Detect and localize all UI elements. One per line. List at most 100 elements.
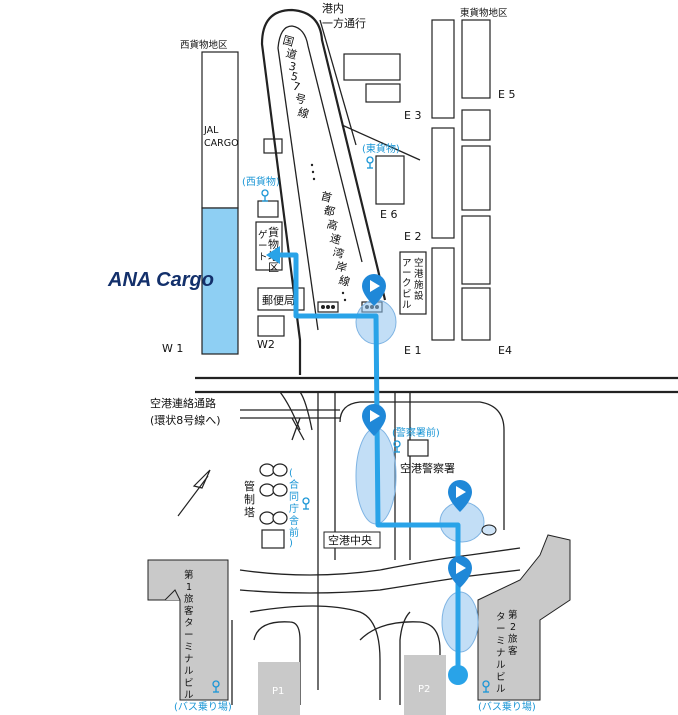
svg-text:ル: ル xyxy=(402,300,412,311)
svg-text:1: 1 xyxy=(186,582,192,593)
svg-text:ゲ: ゲ xyxy=(258,229,268,241)
building xyxy=(461,109,491,141)
bus-stop-pin-icon xyxy=(366,156,374,169)
road-network xyxy=(195,376,678,705)
svg-text:舎: 舎 xyxy=(289,515,299,527)
svg-text:ト: ト xyxy=(258,252,268,263)
small-building xyxy=(261,529,285,549)
e5-label: E 5 xyxy=(498,88,515,101)
east-cargo-building xyxy=(375,155,405,205)
building xyxy=(365,83,401,103)
ana-cargo-logo: ANA Cargo xyxy=(107,269,214,291)
svg-text:線: 線 xyxy=(337,273,351,289)
airport-facility-arc-building xyxy=(399,251,427,315)
svg-text:号: 号 xyxy=(293,92,307,107)
svg-text:ミ: ミ xyxy=(496,636,506,647)
bus-stop-pin-icon xyxy=(302,497,310,510)
expressway-label: 首 都 高 速 湾 岸 線 xyxy=(310,163,352,302)
route-path xyxy=(269,252,461,678)
svg-text:): ) xyxy=(289,538,293,549)
jal-cargo-building xyxy=(201,51,239,209)
svg-text:旅: 旅 xyxy=(184,593,194,605)
small-building xyxy=(263,138,283,154)
route-arrow-marker-icon xyxy=(362,404,386,436)
w1-label: W 1 xyxy=(162,342,183,355)
svg-text:設: 設 xyxy=(414,290,424,302)
connecting-road-label-2: (環状8号線へ) xyxy=(150,413,221,427)
w2-label: W2 xyxy=(257,338,275,351)
svg-text:貨: 貨 xyxy=(268,225,279,239)
jal-cargo-label-1: JAL xyxy=(203,125,219,136)
bus-stop-pin-icon xyxy=(261,189,269,202)
svg-text:前: 前 xyxy=(289,526,299,539)
terminal-2-label: 第 2 旅 客 タ ー ミ ナ ル ビ ル xyxy=(496,609,518,695)
svg-text:港: 港 xyxy=(414,268,424,280)
airport-center-label: 空港中央 xyxy=(328,533,372,547)
svg-text:ル: ル xyxy=(496,684,506,695)
svg-text:ナ: ナ xyxy=(496,648,506,659)
svg-text:ー: ー xyxy=(496,624,506,635)
post-office-building xyxy=(257,287,305,311)
small-building xyxy=(257,315,285,337)
svg-text:ミ: ミ xyxy=(184,642,194,653)
parking-p2 xyxy=(404,655,446,715)
building xyxy=(431,247,455,341)
one-way-label-1: 港内 xyxy=(322,1,344,15)
svg-text:第: 第 xyxy=(508,609,518,621)
svg-text:客: 客 xyxy=(508,645,518,657)
route-357-label: 国 道 3 5 7 号 線 xyxy=(281,34,310,121)
svg-text:岸: 岸 xyxy=(334,260,348,275)
small-building xyxy=(257,200,279,218)
route-arrow-marker-icon xyxy=(448,556,472,588)
police-callout: (警察署前) xyxy=(392,426,440,439)
bus-stop-pin-icon xyxy=(482,680,490,693)
svg-text:ア: ア xyxy=(402,258,412,269)
jal-cargo-label-2: CARGO xyxy=(204,138,239,149)
svg-text:都: 都 xyxy=(322,204,336,219)
svg-text:タ: タ xyxy=(184,618,194,629)
building xyxy=(461,145,491,211)
east-cargo-area-label: 東貨物地区 xyxy=(460,7,508,19)
svg-text:ル: ル xyxy=(184,690,194,701)
p2-label: P2 xyxy=(418,684,430,695)
e6-label: E 6 xyxy=(380,208,397,221)
connecting-road-label-1: 空港連絡通路 xyxy=(150,396,216,410)
police-station-label: 空港警察署 xyxy=(400,461,455,475)
parking-p1 xyxy=(258,662,300,715)
compass-north-icon xyxy=(177,469,211,517)
police-station-building xyxy=(407,439,429,457)
east-cargo-area: 東貨物地区 E 3 E 5 E 6 E 2 E 1 E4 (東貨物) 空 港 施… xyxy=(343,7,515,357)
svg-text:タ: タ xyxy=(496,612,506,623)
e2-label: E 2 xyxy=(404,230,421,243)
airport-center-box xyxy=(323,531,381,549)
svg-text:ク: ク xyxy=(402,278,412,289)
e3-label: E 3 xyxy=(404,109,421,122)
route-357-loop: 国 道 3 5 7 号 線 首 都 高 速 湾 岸 線 xyxy=(260,8,421,375)
building xyxy=(461,19,491,99)
terminal-2: 第 2 旅 客 タ ー ミ ナ ル ビ ル (バス乗り場) xyxy=(477,534,571,713)
svg-text:施: 施 xyxy=(414,279,424,291)
west-cargo-area-label: 西貨物地区 xyxy=(180,39,228,51)
svg-text:第: 第 xyxy=(184,569,194,581)
svg-text:ビ: ビ xyxy=(184,678,194,689)
svg-text:ー: ー xyxy=(258,241,268,252)
svg-text:塔: 塔 xyxy=(244,506,255,519)
e1-label: E 1 xyxy=(404,344,421,357)
one-way-label-2: 一方通行 xyxy=(322,16,366,30)
building xyxy=(461,215,491,285)
bus-stop-pin-icon xyxy=(393,440,401,453)
e4-label: E4 xyxy=(498,344,512,357)
building xyxy=(461,287,491,341)
west-cargo-area: 西貨物地区 JAL CARGO ANA Cargo W 1 W2 xyxy=(107,39,275,355)
svg-text:ナ: ナ xyxy=(184,654,194,665)
building xyxy=(431,127,455,239)
joint-gov-callout: ( 合 同 庁 舎 前 ) xyxy=(289,468,299,549)
p1-label: P1 xyxy=(272,686,284,697)
route-arrow-marker-icon xyxy=(362,274,386,306)
svg-text:速: 速 xyxy=(328,232,342,247)
terminal-1: 第 1 旅 客 タ ー ミ ナ ル ビ ル (バス乗り場) xyxy=(147,559,232,713)
svg-text:ル: ル xyxy=(184,666,194,677)
svg-text:管: 管 xyxy=(244,479,255,493)
route-arrow-marker-icon xyxy=(448,480,472,512)
